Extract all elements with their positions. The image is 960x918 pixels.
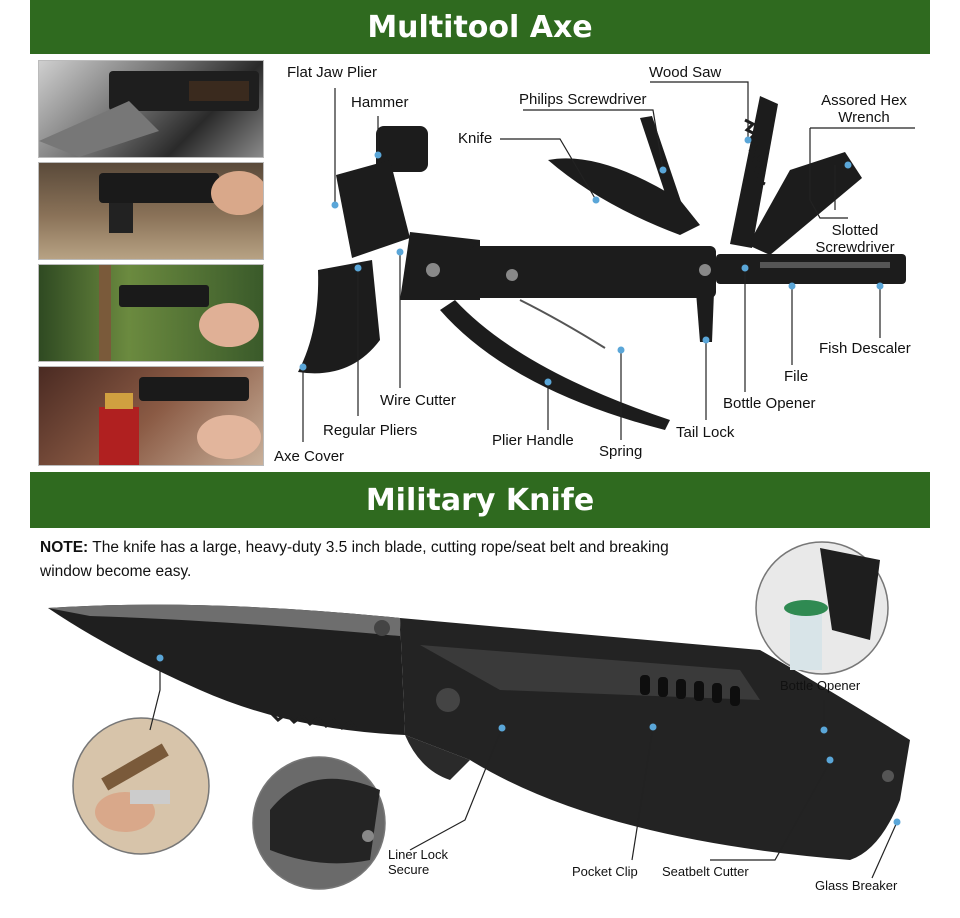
multitool-axe-title: Multitool Axe: [367, 9, 593, 45]
knife-note: NOTE: The knife has a large, heavy-duty …: [40, 536, 680, 584]
photo-chopping: [38, 264, 264, 362]
knife-inset-rope-cutting: [72, 717, 210, 855]
label-hammer: Hammer: [351, 94, 409, 111]
label-axe-cover: Axe Cover: [274, 448, 345, 465]
label-liner-lock: Liner Lock Secure: [388, 847, 448, 877]
multitool-details: [426, 262, 890, 281]
military-knife-title: Military Knife: [365, 482, 595, 518]
military-knife-banner: Military Knife: [30, 472, 930, 528]
label-hex-wrench: Assored Hex Wrench: [821, 92, 907, 126]
label-spring: Spring: [599, 443, 643, 460]
multitool-axe-banner: Multitool Axe: [30, 0, 930, 54]
label-slotted-screwdriver: Slotted Screwdriver: [815, 222, 895, 256]
multitool-callout-dots: [299, 136, 884, 386]
note-label: NOTE:: [40, 539, 89, 556]
knife-leader-lines: [149, 660, 898, 879]
label-seatbelt-cutter: Seatbelt Cutter: [662, 864, 749, 879]
label-glass-breaker: Glass Breaker: [815, 878, 898, 893]
label-knife: Knife: [458, 130, 493, 147]
label-bottle-opener: Bottle Opener: [723, 395, 816, 412]
knife-inset-liner-lock: [252, 756, 386, 890]
label-plier-handle: Plier Handle: [492, 432, 574, 449]
knife-callout-dots: [156, 654, 901, 826]
multitool-leader-lines: [302, 81, 915, 442]
photo-bottle-opening: [38, 366, 264, 466]
label-pocket-clip: Pocket Clip: [572, 864, 638, 879]
label-philips-screwdriver: Philips Screwdriver: [519, 91, 647, 108]
photo-wire-cutting: [38, 60, 264, 158]
military-knife-graphic: [48, 604, 910, 860]
label-wire-cutter: Wire Cutter: [380, 392, 456, 409]
note-text: The knife has a large, heavy-duty 3.5 in…: [40, 539, 669, 580]
label-wood-saw: Wood Saw: [649, 64, 722, 81]
multitool-axe-graphic: [298, 96, 906, 430]
label-flat-jaw-plier: Flat Jaw Plier: [287, 64, 378, 81]
label-knife-bottle-opener: Bottle Opener: [780, 678, 861, 693]
label-regular-pliers: Regular Pliers: [323, 422, 418, 439]
photo-hammering: [38, 162, 264, 260]
label-tail-lock: Tail Lock: [676, 424, 735, 441]
label-fish-descaler: Fish Descaler: [819, 340, 911, 357]
label-file: File: [784, 368, 809, 385]
knife-inset-bottle-opener: [755, 541, 889, 675]
